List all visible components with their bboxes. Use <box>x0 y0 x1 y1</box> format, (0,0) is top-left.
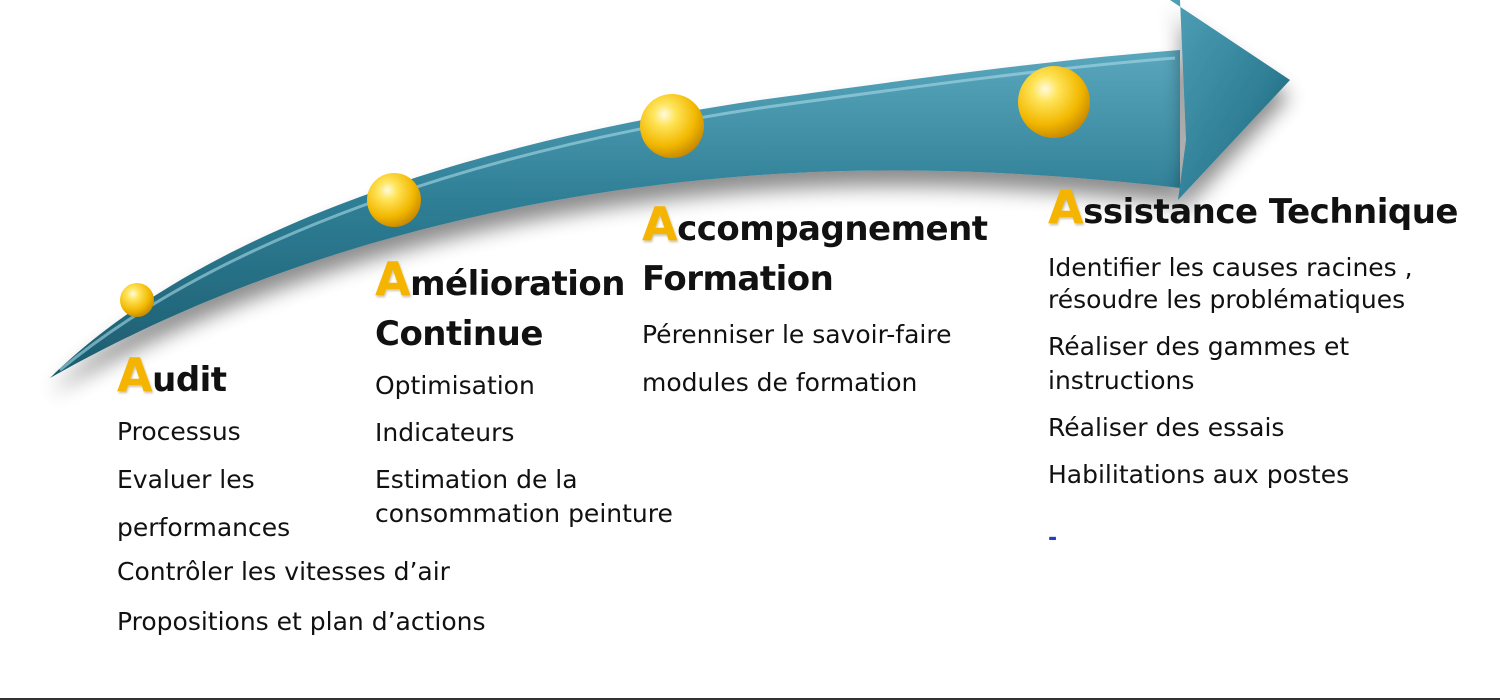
list-item: Optimisation <box>375 371 535 400</box>
stage-title: Assistance Technique <box>1048 180 1458 234</box>
list-item: Indicateurs <box>375 418 515 447</box>
stage-assistance: Assistance Technique Identifier les caus… <box>1048 180 1458 554</box>
list-item: Réaliser des essais <box>1048 413 1285 442</box>
arrow-body <box>50 50 1180 378</box>
list-item: performances <box>117 513 291 542</box>
bubble-audit <box>120 283 154 317</box>
list-item: résoudre les problématiques <box>1048 285 1406 314</box>
stage-initial: A <box>117 348 153 402</box>
stage-initial: A <box>375 252 411 306</box>
trailing-dash: - <box>1048 526 1058 551</box>
list-item: Habilitations aux postes <box>1048 460 1350 489</box>
stage-initial: A <box>642 197 678 251</box>
stage-title: Accompagnement <box>642 197 988 251</box>
list-item: Pérenniser le savoir-faire <box>642 320 952 349</box>
list-item: Evaluer les <box>117 465 255 494</box>
list-item: modules de formation <box>642 368 918 397</box>
bubble-accompagnement <box>640 94 704 158</box>
stage-title: Audit <box>117 348 227 402</box>
stage-amelioration: Amélioration Continue Optimisation Indic… <box>375 252 673 529</box>
stage-audit: Audit Processus Evaluer les performances… <box>117 348 486 637</box>
arrow-head <box>1170 0 1290 200</box>
list-item: instructions <box>1048 366 1195 395</box>
bubble-assistance <box>1018 66 1090 138</box>
list-item: consommation peinture <box>375 499 673 528</box>
stage-accompagnement: Accompagnement Formation Pérenniser le s… <box>642 197 988 398</box>
stage-title: Amélioration <box>375 252 625 306</box>
stage-title-line2: Continue <box>375 314 543 354</box>
list-item: Propositions et plan d’actions <box>117 607 486 636</box>
stage-initial: A <box>1048 180 1084 234</box>
stage-title-line2: Formation <box>642 259 834 299</box>
list-item: Contrôler les vitesses d’air <box>117 557 450 586</box>
bubble-amelioration <box>367 173 421 227</box>
list-item: Estimation de la <box>375 465 578 494</box>
list-item: Identifier les causes racines , <box>1048 253 1413 282</box>
list-item: Réaliser des gammes et <box>1048 332 1350 361</box>
list-item: Processus <box>117 417 241 446</box>
